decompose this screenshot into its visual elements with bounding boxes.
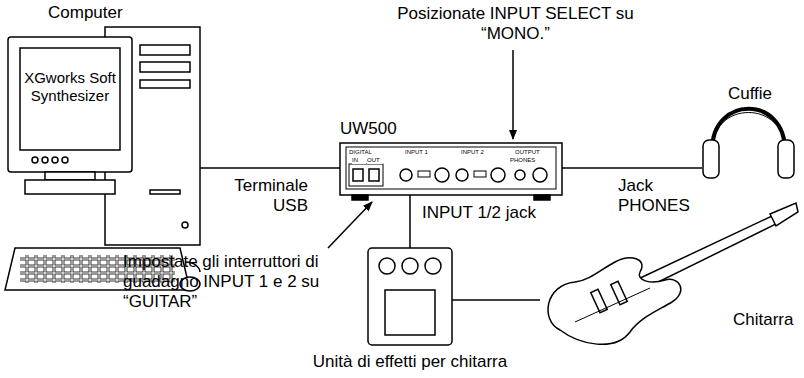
headphones: Cuffie [702, 108, 795, 180]
node-heading: Computer [48, 3, 158, 23]
guitar-illustration [548, 203, 798, 344]
node-heading: UW500 [340, 119, 430, 139]
uw500-illustration [340, 143, 562, 200]
panel-label: OUTPUT [515, 149, 555, 156]
panel-label: DIGITAL [349, 149, 389, 156]
panel-label: INPUT 2 [461, 149, 501, 156]
connector-label: Terminale USB [220, 176, 308, 216]
headphones-illustration [703, 109, 794, 178]
cable-connector [200, 167, 340, 169]
computer: ComputerXGworks Soft Synthesizer [8, 27, 200, 245]
connector-label: INPUT 1/2 jack [422, 203, 572, 223]
node-heading: Cuffie [710, 84, 790, 104]
computer-illustration [5, 27, 200, 291]
cable-connector [452, 299, 540, 301]
effects-unit-illustration [368, 248, 452, 345]
node-heading: Unità di effetti per chitarra [290, 352, 530, 372]
panel-label: OUT [367, 157, 383, 164]
cable-connector [562, 167, 702, 169]
panel-label: INPUT 1 [405, 149, 445, 156]
panel-label: IN [352, 157, 366, 164]
callout-note: Posizionate INPUT SELECT su “MONO.” [393, 4, 638, 44]
cable-connector [409, 195, 411, 248]
panel-label: PHONES [510, 157, 550, 164]
effects-unit: Unità di effetti per chitarra [368, 248, 452, 345]
guitar: Chitarra [540, 205, 798, 347]
node-heading: Chitarra [733, 310, 797, 330]
callout-note: Impostate gli interruttori di guadagno I… [123, 252, 333, 312]
connector-label: Jack PHONES [618, 176, 700, 216]
node-text: XGworks Soft Synthesizer [24, 69, 116, 105]
